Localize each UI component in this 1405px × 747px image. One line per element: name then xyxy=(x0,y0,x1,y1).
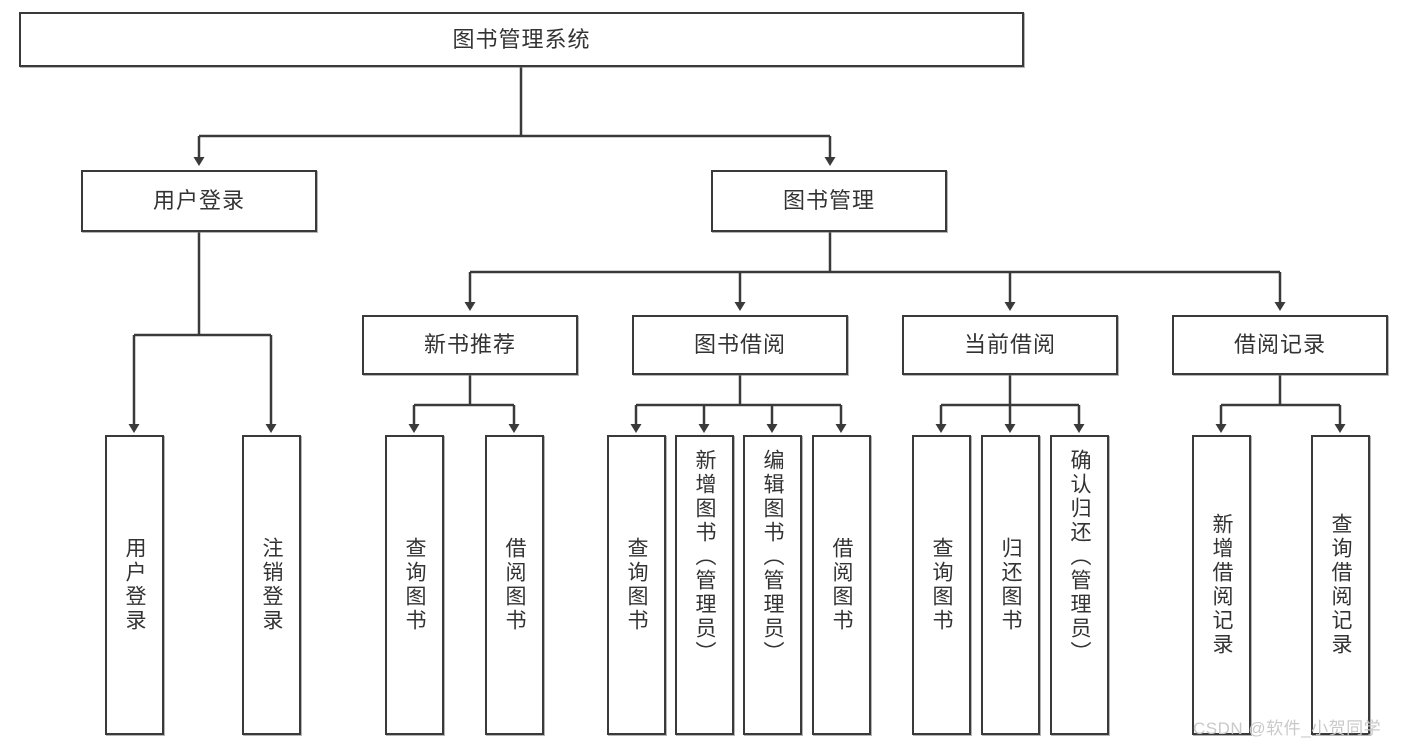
node-new-book-rec-label: 新书推荐 xyxy=(423,332,516,358)
node-leaf-edit-book[interactable]: 编辑图书（管理员） xyxy=(743,435,802,735)
node-current-borrow[interactable]: 当前借阅 xyxy=(902,315,1118,375)
node-book-manage-label: 图书管理 xyxy=(782,188,875,214)
node-root-label: 图书管理系统 xyxy=(452,26,591,52)
node-new-book-rec[interactable]: 新书推荐 xyxy=(362,315,578,375)
node-leaf-query-record[interactable]: 查询借阅记录 xyxy=(1311,435,1370,735)
node-leaf-borrow-book-2-label: 借阅图书 xyxy=(830,537,853,633)
node-leaf-add-book[interactable]: 新增图书（管理员） xyxy=(675,435,734,735)
csdn-watermark: CSDN @软件_小贺同学 xyxy=(1193,719,1382,738)
node-leaf-query-book-1-label: 查询图书 xyxy=(403,537,426,633)
node-book-borrow-label: 图书借阅 xyxy=(693,332,786,358)
node-book-borrow[interactable]: 图书借阅 xyxy=(632,315,848,375)
node-book-manage[interactable]: 图书管理 xyxy=(711,170,947,232)
node-current-borrow-label: 当前借阅 xyxy=(963,332,1056,358)
node-borrow-record[interactable]: 借阅记录 xyxy=(1172,315,1388,375)
node-leaf-logout-label: 注销登录 xyxy=(260,537,283,633)
node-leaf-add-book-label: 新增图书（管理员） xyxy=(693,449,716,665)
node-leaf-user-login-label: 用户登录 xyxy=(123,537,146,633)
node-user-login[interactable]: 用户登录 xyxy=(81,170,317,232)
node-user-login-label: 用户登录 xyxy=(152,188,245,214)
node-leaf-return-book[interactable]: 归还图书 xyxy=(981,435,1040,735)
node-leaf-add-record-label: 新增借阅记录 xyxy=(1210,513,1233,657)
node-leaf-query-book-2[interactable]: 查询图书 xyxy=(607,435,666,735)
node-leaf-query-record-label: 查询借阅记录 xyxy=(1329,513,1352,657)
node-leaf-user-login[interactable]: 用户登录 xyxy=(105,435,164,735)
node-leaf-confirm-return[interactable]: 确认归还（管理员） xyxy=(1050,435,1109,735)
node-leaf-edit-book-label: 编辑图书（管理员） xyxy=(761,449,784,665)
node-leaf-query-book-2-label: 查询图书 xyxy=(625,537,648,633)
node-leaf-add-record[interactable]: 新增借阅记录 xyxy=(1192,435,1251,735)
node-leaf-query-book-3[interactable]: 查询图书 xyxy=(912,435,971,735)
node-leaf-query-book-1[interactable]: 查询图书 xyxy=(385,435,444,735)
node-leaf-logout[interactable]: 注销登录 xyxy=(242,435,301,735)
node-leaf-confirm-return-label: 确认归还（管理员） xyxy=(1068,449,1091,665)
node-leaf-borrow-book-1-label: 借阅图书 xyxy=(503,537,526,633)
node-leaf-return-book-label: 归还图书 xyxy=(999,537,1022,633)
node-leaf-query-book-3-label: 查询图书 xyxy=(930,537,953,633)
node-leaf-borrow-book-1[interactable]: 借阅图书 xyxy=(485,435,544,735)
node-root[interactable]: 图书管理系统 xyxy=(19,12,1024,67)
node-leaf-borrow-book-2[interactable]: 借阅图书 xyxy=(812,435,871,735)
node-borrow-record-label: 借阅记录 xyxy=(1233,332,1326,358)
